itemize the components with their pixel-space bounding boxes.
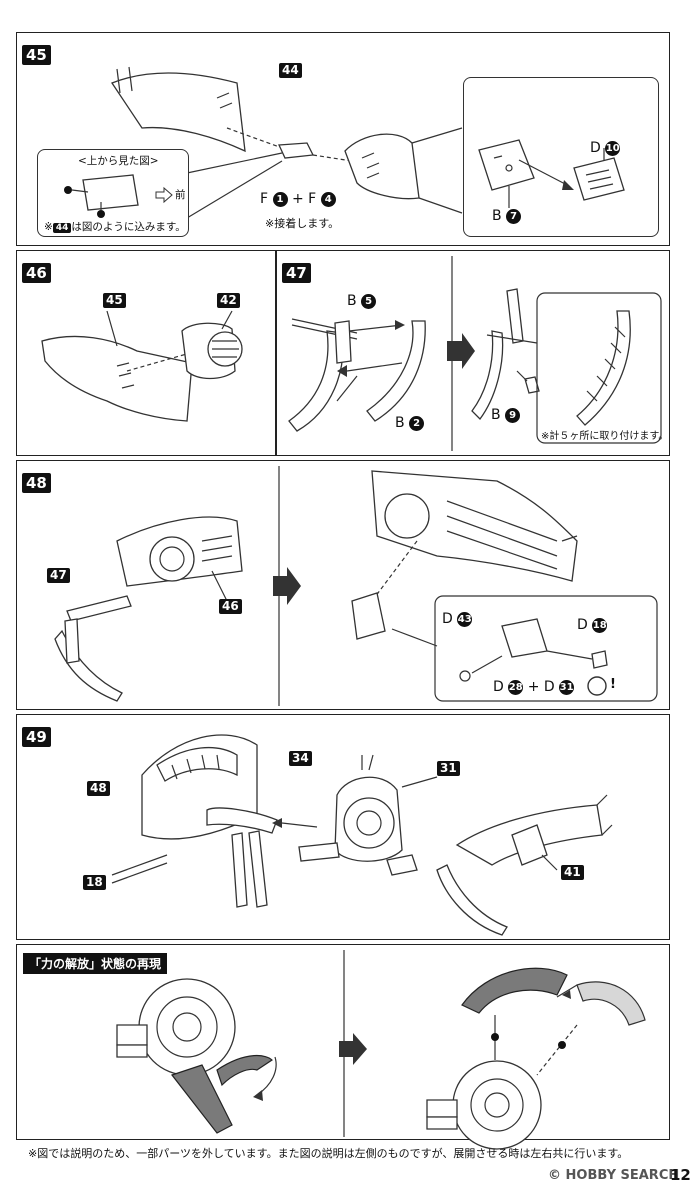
part-tag-31: 31 bbox=[437, 761, 460, 776]
part-label-b2: B 2 bbox=[395, 415, 425, 431]
release-state-panel: 「力の解放」状態の再現 bbox=[16, 944, 670, 1150]
step-47-panel: 47 B 5 B 2 bbox=[276, 250, 670, 456]
blade-part bbox=[288, 330, 344, 432]
part-tag-45: 45 bbox=[103, 293, 126, 308]
step-45-panel: 45 44 <上から見た図> 前 bbox=[16, 32, 670, 246]
step-48-illustration bbox=[54, 466, 658, 706]
inset-note-tag-44: 44 bbox=[52, 223, 72, 233]
step-49-illustration bbox=[111, 734, 613, 936]
parts-inset: B 7 D 10 bbox=[463, 77, 659, 237]
part-label-b7: B 7 bbox=[492, 208, 522, 224]
page-number: 12 bbox=[670, 1166, 691, 1184]
step-47-illustration bbox=[288, 256, 662, 451]
glue-note: ※接着します。 bbox=[265, 217, 340, 230]
part-label-d18: D 18 bbox=[577, 617, 608, 633]
arm-assembly-45 bbox=[41, 335, 193, 422]
step-49-panel: 49 34 31 48 18 41 bbox=[16, 714, 670, 940]
step-46-illustration bbox=[41, 310, 243, 422]
arm-part-44 bbox=[111, 72, 246, 153]
part-tag-44: 44 bbox=[279, 63, 302, 78]
part-tag-46: 46 bbox=[219, 599, 242, 614]
inset-front-label: 前 bbox=[175, 189, 186, 201]
part-label-b9: B 9 bbox=[491, 407, 521, 423]
hand-part bbox=[344, 133, 420, 200]
part-label-b5: B 5 bbox=[347, 293, 377, 309]
joint-label: F 1 + F 4 bbox=[260, 191, 336, 207]
attach-note: ※計５ヶ所に取り付けます。 bbox=[541, 431, 669, 442]
joint-part-f bbox=[278, 142, 315, 159]
part-label-d10: D 10 bbox=[590, 140, 621, 156]
step-number: 48 bbox=[22, 473, 51, 493]
part-b2 bbox=[366, 320, 426, 422]
step-number: 49 bbox=[22, 727, 51, 747]
watermark: © HOBBY SEARCH bbox=[548, 1168, 680, 1183]
part-tag-18: 18 bbox=[83, 875, 106, 890]
part-tag-47: 47 bbox=[47, 568, 70, 583]
part-tag-34: 34 bbox=[289, 751, 312, 766]
part-tag-42: 42 bbox=[217, 293, 240, 308]
step-number: 46 bbox=[22, 263, 51, 283]
part-label-d28-d31: D 28 + D 31 bbox=[493, 679, 575, 695]
step-46-panel: 46 45 42 bbox=[16, 250, 276, 456]
part-tag-41: 41 bbox=[561, 865, 584, 880]
footer-note: ※図では説明のため、一部パーツを外しています。また図の説明は左側のものですが、展… bbox=[28, 1147, 629, 1160]
step-number: 47 bbox=[282, 263, 311, 283]
inset-title: <上から見た図> bbox=[78, 155, 159, 167]
step-45-illustration bbox=[111, 66, 463, 219]
step-number: 45 bbox=[22, 45, 51, 65]
release-state-illustration bbox=[116, 950, 646, 1150]
part-tag-48: 48 bbox=[87, 781, 110, 796]
part-label-d43: D 43 bbox=[442, 611, 473, 627]
release-state-title: 「力の解放」状態の再現 bbox=[23, 953, 168, 974]
caution-icon: ! bbox=[610, 677, 616, 692]
step-48-panel: 48 47 46 D 43 bbox=[16, 460, 670, 710]
